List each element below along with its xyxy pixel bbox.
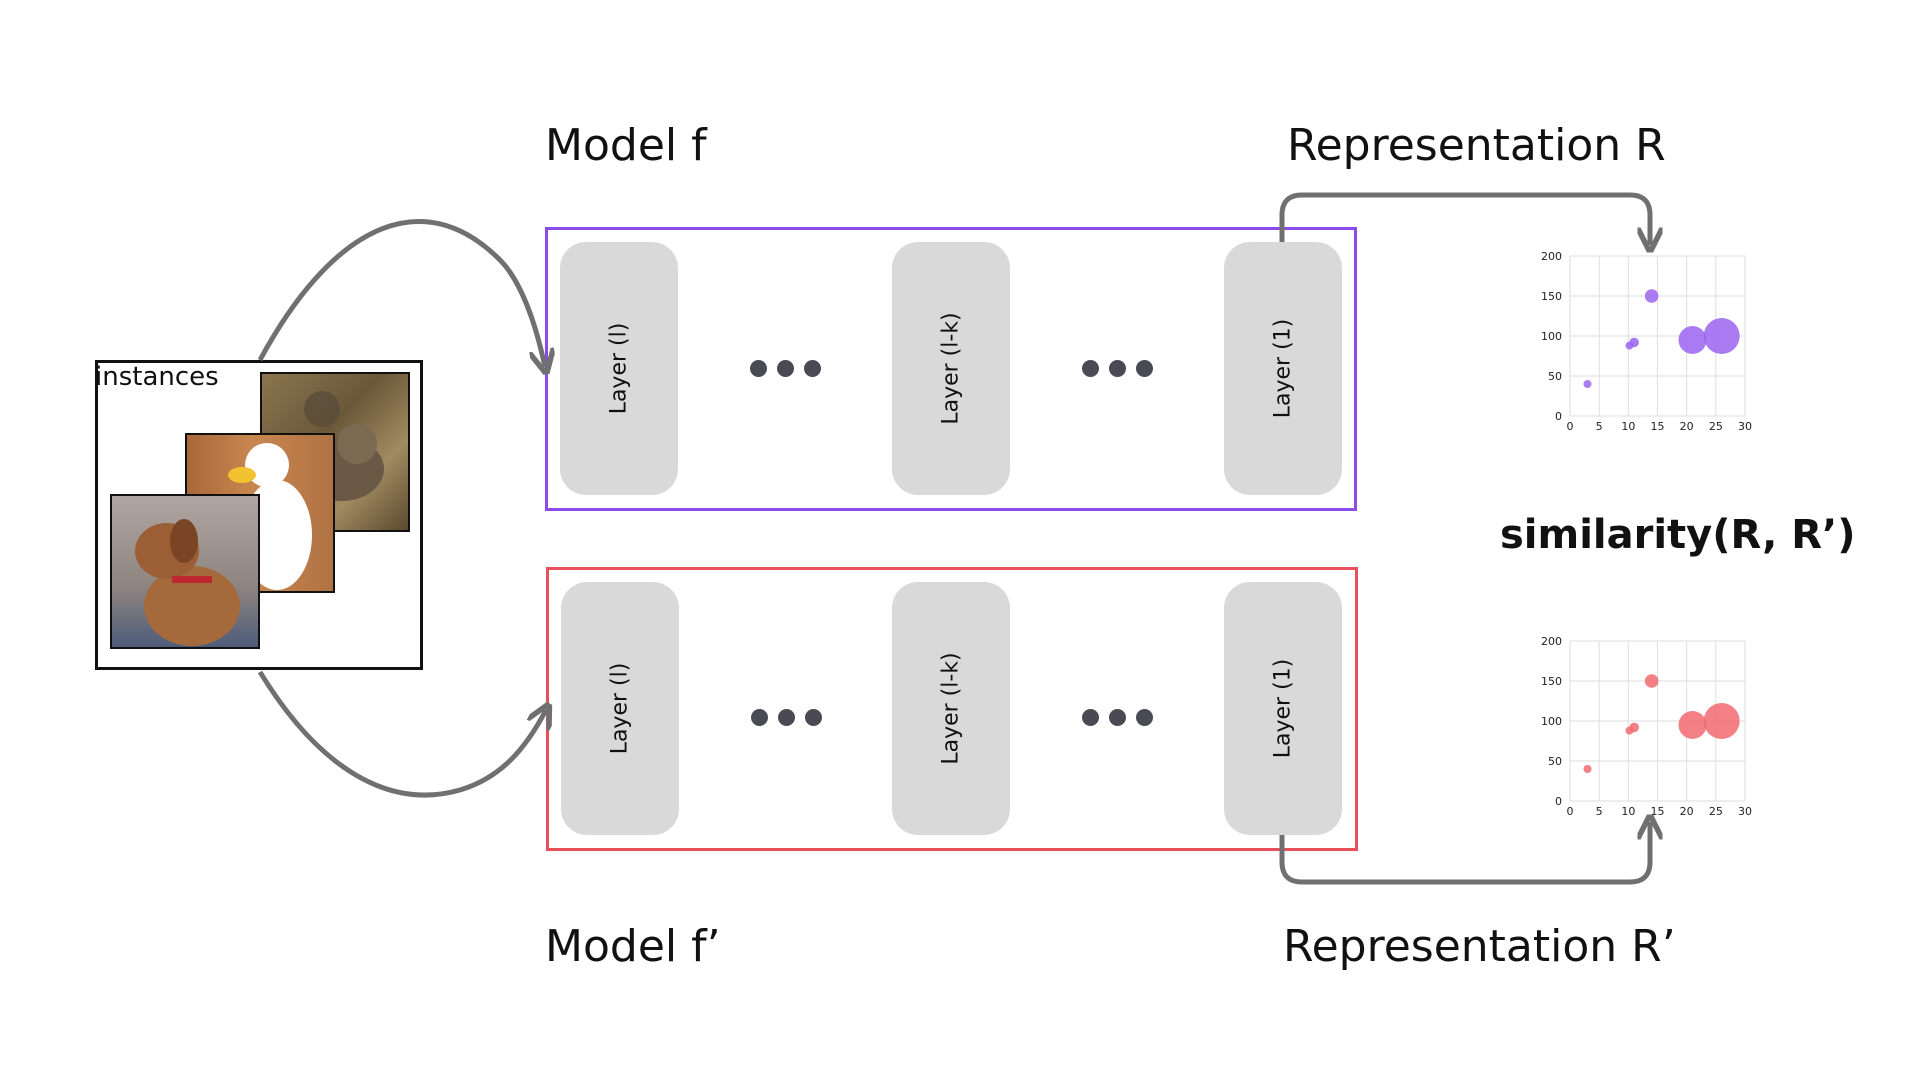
x-tick-label: 5 <box>1596 805 1603 815</box>
scatter-point <box>1583 380 1592 388</box>
x-tick-label: 20 <box>1680 805 1694 815</box>
arrow-instances-to-model-f-prime <box>257 670 546 798</box>
model-f-ellipsis-2 <box>1082 360 1153 377</box>
model-f-prime-title: Model f’ <box>545 921 721 972</box>
instances-label: instances <box>95 362 219 392</box>
scatter-point <box>1703 318 1740 354</box>
x-tick-label: 15 <box>1651 805 1665 815</box>
scatter-point <box>1678 711 1707 739</box>
model-f-prime-ellipsis-2 <box>1082 709 1153 726</box>
y-tick-label: 0 <box>1555 795 1562 808</box>
y-tick-label: 150 <box>1541 290 1562 303</box>
model-f-prime-ellipsis-1 <box>751 709 822 726</box>
grid <box>1569 255 1746 417</box>
model-f-ellipsis-1 <box>750 360 821 377</box>
representation-r-prime-title: Representation R’ <box>1283 921 1676 972</box>
x-tick-label: 0 <box>1567 805 1574 815</box>
x-tick-label: 30 <box>1738 805 1752 815</box>
x-tick-label: 25 <box>1709 805 1723 815</box>
scatter-point <box>1703 703 1740 739</box>
y-tick-label: 200 <box>1541 250 1562 263</box>
arrow-model-f-prime-to-representation-r-prime <box>1279 822 1650 885</box>
y-tick-label: 100 <box>1541 330 1562 343</box>
representation-r-title: Representation R <box>1287 120 1666 171</box>
scatter-point <box>1629 722 1639 733</box>
scatter-point <box>1583 765 1592 773</box>
model-f-layer-1: Layer (1) <box>1224 242 1342 495</box>
x-tick-label: 0 <box>1567 420 1574 430</box>
scatter-point <box>1644 289 1659 303</box>
representation-r-prime-scatter: 0 5 10 15 20 25 30 0 50 100 150 200 <box>1541 635 1752 815</box>
x-tick-label: 30 <box>1738 420 1752 430</box>
scatter-point <box>1629 337 1639 348</box>
arrow-instances-to-model-f <box>257 219 545 367</box>
scatter-point <box>1678 326 1707 354</box>
x-tick-label: 15 <box>1651 420 1665 430</box>
model-f-layer-l-k: Layer (l-k) <box>892 242 1010 495</box>
x-tick-label: 10 <box>1621 805 1635 815</box>
scatter-point <box>1644 674 1659 688</box>
model-f-title: Model f <box>545 120 707 171</box>
y-tick-label: 50 <box>1548 755 1562 768</box>
dog-image <box>110 494 260 649</box>
model-f-prime-layer-l-k: Layer (l-k) <box>892 582 1010 835</box>
model-f-prime-layer-1: Layer (1) <box>1224 582 1342 835</box>
y-tick-label: 200 <box>1541 635 1562 648</box>
x-tick-label: 25 <box>1709 420 1723 430</box>
y-tick-label: 150 <box>1541 675 1562 688</box>
y-tick-label: 100 <box>1541 715 1562 728</box>
similarity-label: similarity(R, R’) <box>1500 512 1856 558</box>
arrow-model-f-to-representation-r <box>1279 192 1650 245</box>
x-tick-label: 20 <box>1680 420 1694 430</box>
model-f-layer-l: Layer (l) <box>560 242 678 495</box>
y-tick-label: 50 <box>1548 370 1562 383</box>
model-f-prime-layer-l: Layer (l) <box>561 582 679 835</box>
x-tick-label: 10 <box>1621 420 1635 430</box>
x-tick-label: 5 <box>1596 420 1603 430</box>
y-tick-label: 0 <box>1555 410 1562 423</box>
representation-r-scatter: 0 5 10 15 20 25 30 0 50 100 150 200 <box>1541 250 1752 430</box>
